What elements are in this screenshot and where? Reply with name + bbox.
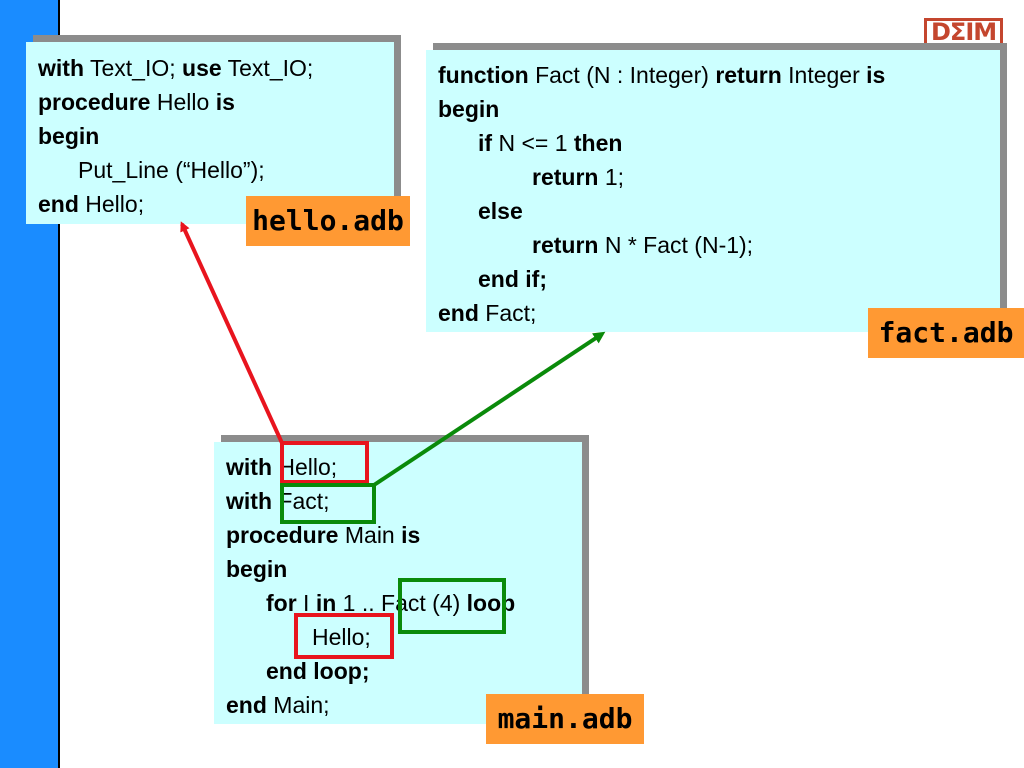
code-line: end Fact; — [438, 296, 1000, 330]
fact-call-highlight — [398, 578, 506, 634]
code-text: Put_Line (“Hello”); — [78, 157, 265, 183]
keyword: with — [38, 55, 84, 81]
keyword: use — [182, 55, 222, 81]
keyword: loop — [466, 590, 516, 616]
code-text: Hello; — [312, 624, 371, 650]
code-text: Main — [338, 522, 402, 548]
fact-link-arrow — [372, 331, 606, 487]
keyword: return — [532, 164, 599, 190]
code-line: procedure Hello is — [38, 85, 394, 119]
hello-link-arrow — [180, 221, 284, 444]
keyword: procedure — [38, 89, 151, 115]
code-line: begin — [438, 92, 1000, 126]
keyword: begin — [38, 123, 100, 149]
code-line: procedure Main is — [226, 518, 582, 552]
code-text: Hello; — [272, 454, 338, 480]
hello-file-label: hello.adb — [246, 196, 410, 246]
hello-import-highlight — [280, 441, 369, 484]
code-line: begin — [226, 552, 582, 586]
code-line: with Fact; — [226, 484, 582, 518]
dsim-logo: DΣIM — [924, 16, 1004, 48]
code-line: with Hello; — [226, 450, 582, 484]
keyword: is — [866, 62, 886, 88]
code-line: Hello; — [226, 620, 582, 654]
main-file-label: main.adb — [486, 694, 644, 744]
keyword: is — [215, 89, 235, 115]
keyword: with — [226, 454, 272, 480]
code-text: Hello; — [78, 191, 145, 217]
keyword: end — [38, 191, 79, 217]
keyword: with — [226, 488, 272, 514]
fact-file-label: fact.adb — [868, 308, 1024, 358]
keyword: else — [478, 198, 523, 224]
code-line: end Hello; — [38, 187, 394, 221]
keyword: begin — [438, 96, 500, 122]
keyword: end — [226, 692, 267, 718]
keyword: end loop; — [266, 658, 370, 684]
keyword: then — [573, 130, 623, 156]
keyword: function — [438, 62, 529, 88]
code-line: for I in 1 .. Fact (4) loop — [226, 586, 582, 620]
keyword: in — [315, 590, 337, 616]
code-line: else — [438, 194, 1000, 228]
hello-code-box: with Text_IO; use Text_IO; procedure Hel… — [26, 42, 394, 224]
code-text: Text_IO; — [221, 55, 314, 81]
code-line: Put_Line (“Hello”); — [38, 153, 394, 187]
keyword: end — [438, 300, 479, 326]
keyword: return — [715, 62, 782, 88]
code-text: Fact; — [478, 300, 537, 326]
code-line: end if; — [438, 262, 1000, 296]
keyword: begin — [226, 556, 288, 582]
hello-call-highlight — [294, 613, 394, 659]
keyword: procedure — [226, 522, 339, 548]
code-text: Integer — [781, 62, 867, 88]
code-text: Text_IO; — [84, 55, 183, 81]
code-line: return N * Fact (N-1); — [438, 228, 1000, 262]
code-text: Hello — [150, 89, 216, 115]
code-line: end loop; — [226, 654, 582, 688]
main-code-box: with Hello; with Fact; procedure Main is… — [214, 442, 582, 724]
code-line: function Fact (N : Integer) return Integ… — [438, 58, 1000, 92]
code-line: if N <= 1 then — [438, 126, 1000, 160]
code-text: I — [296, 590, 316, 616]
fact-import-highlight — [280, 483, 376, 524]
code-text: Fact (N : Integer) — [528, 62, 716, 88]
keyword: end if; — [478, 266, 547, 292]
code-text: 1 .. Fact (4) — [336, 590, 467, 616]
code-text: N * Fact (N-1); — [598, 232, 754, 258]
code-text: N <= 1 — [492, 130, 574, 156]
code-text: 1; — [598, 164, 625, 190]
keyword: is — [401, 522, 421, 548]
code-line: begin — [38, 119, 394, 153]
code-line: end Main; — [226, 688, 582, 722]
code-line: return 1; — [438, 160, 1000, 194]
keyword: for — [266, 590, 297, 616]
keyword: if — [478, 130, 493, 156]
keyword: return — [532, 232, 599, 258]
code-text: Main; — [266, 692, 330, 718]
code-text: Fact; — [272, 488, 330, 514]
fact-code-box: function Fact (N : Integer) return Integ… — [426, 50, 1000, 332]
code-line: with Text_IO; use Text_IO; — [38, 51, 394, 85]
